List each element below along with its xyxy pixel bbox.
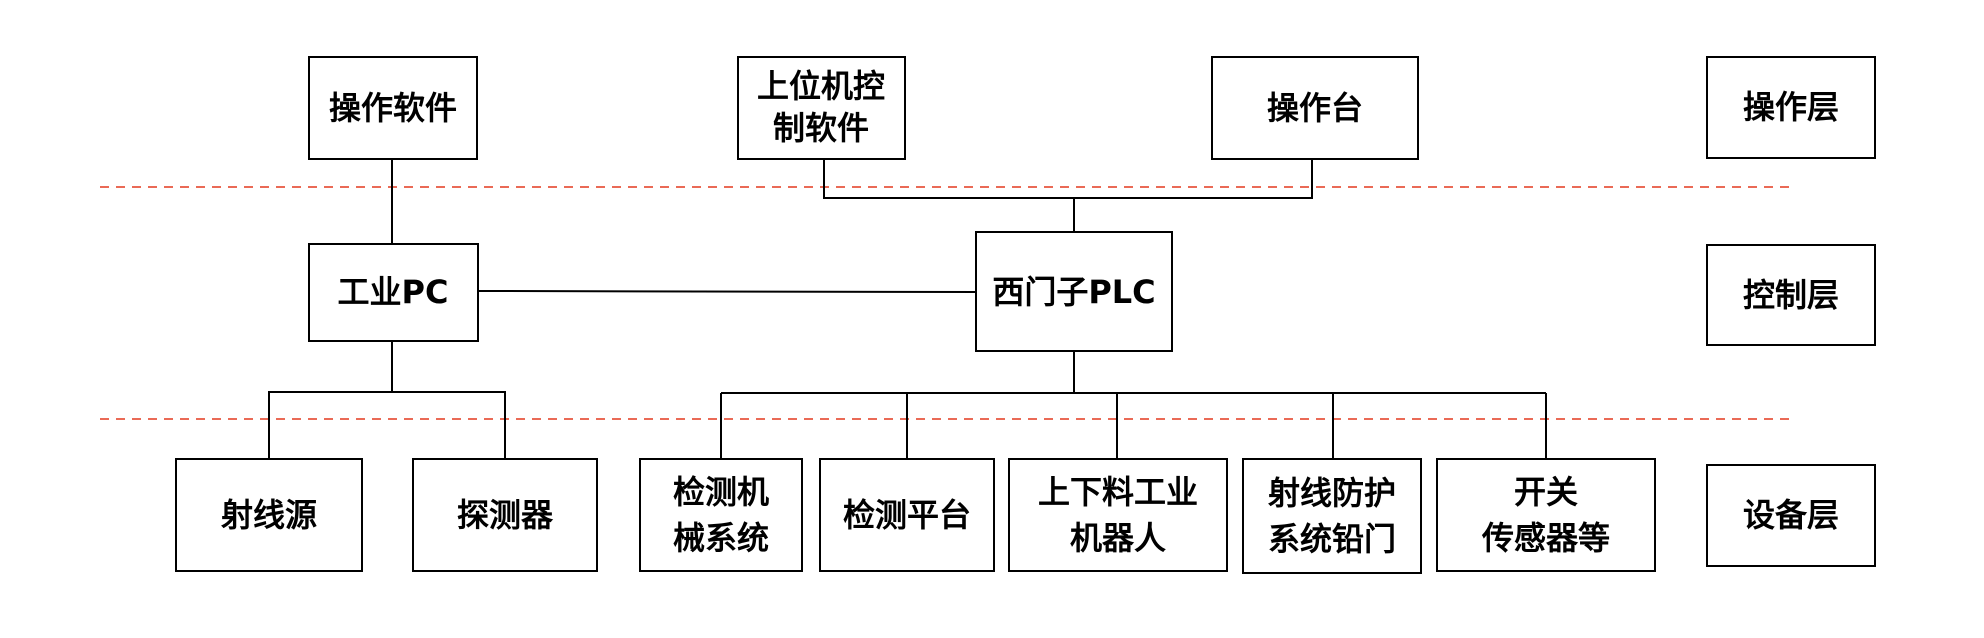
- layer-label-control: 控制层: [1706, 244, 1876, 346]
- node-inspection-mechanical-system: 检测机 械系统: [639, 458, 803, 572]
- layer-label: 控制层: [1743, 276, 1839, 314]
- node-industrial-pc: 工业PC: [308, 243, 479, 342]
- node-label-line-1: 开关: [1514, 473, 1578, 511]
- node-label: 操作软件: [329, 89, 457, 127]
- layer-label: 操作层: [1743, 88, 1839, 126]
- node-host-control-software: 上位机控 制软件: [737, 56, 906, 160]
- layer-label-operation: 操作层: [1706, 56, 1876, 159]
- node-label-line-1: 射线防护: [1267, 474, 1396, 512]
- node-detector: 探测器: [412, 458, 598, 572]
- node-label-line-1: 检测机: [673, 473, 769, 511]
- node-label-line-1: 上下料工业: [1038, 473, 1198, 511]
- node-label: 检测平台: [843, 496, 971, 534]
- node-label: 射线源: [220, 496, 317, 534]
- node-label-line-1: 上位机控: [757, 67, 885, 105]
- node-label: 工业PC: [338, 273, 449, 311]
- node-label-line-2: 机器人: [1070, 519, 1166, 557]
- connector-pc-device-bus: [268, 391, 506, 459]
- node-label: 西门子PLC: [992, 273, 1155, 311]
- layer-label: 设备层: [1743, 496, 1839, 534]
- node-label-line-2: 械系统: [673, 519, 769, 557]
- node-console: 操作台: [1211, 56, 1419, 160]
- node-switch-sensors: 开关 传感器等: [1436, 458, 1656, 572]
- connector-pc-plc: [477, 290, 977, 293]
- node-label: 操作台: [1267, 89, 1363, 127]
- node-label-line-2: 制软件: [773, 109, 869, 147]
- node-ray-source: 射线源: [175, 458, 363, 572]
- node-operation-software: 操作软件: [308, 56, 478, 160]
- layer-label-device: 设备层: [1706, 464, 1876, 567]
- node-label-line-2: 系统铅门: [1268, 520, 1396, 558]
- connector-host-console-bus: [823, 159, 1313, 199]
- node-inspection-platform: 检测平台: [819, 458, 995, 572]
- connectors: [268, 159, 1547, 459]
- node-siemens-plc: 西门子PLC: [975, 231, 1173, 352]
- node-radiation-protection-door: 射线防护 系统铅门: [1242, 458, 1422, 574]
- node-label-line-2: 传感器等: [1481, 519, 1610, 557]
- node-loading-robot: 上下料工业 机器人: [1008, 458, 1228, 572]
- node-label: 探测器: [457, 496, 554, 534]
